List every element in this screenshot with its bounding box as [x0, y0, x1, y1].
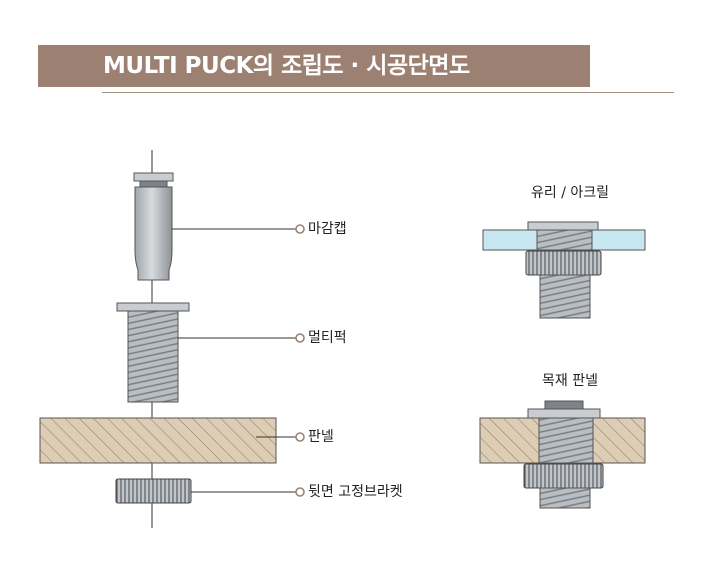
- glass-section: [482, 221, 646, 319]
- rear-bracket: [115, 478, 192, 504]
- multi-puck: [116, 302, 190, 403]
- label-bracket: 뒷면 고정브라켓: [308, 484, 403, 500]
- leader-lines: [172, 224, 305, 497]
- title-bar: [38, 45, 590, 87]
- label-multipuck: 멀티퍽: [308, 330, 347, 346]
- finishing-cap: [133, 172, 174, 281]
- glass-section-title: 유리 / 아크릴: [530, 185, 610, 201]
- label-cap: 마감캡: [308, 221, 347, 237]
- exploded-assembly: [39, 150, 305, 528]
- wood-section-title: 목재 판넬: [542, 373, 598, 389]
- wood-section: [479, 400, 646, 509]
- page-title: MULTI PUCK의 조립도 · 시공단면도: [103, 53, 470, 79]
- title-divider: [102, 92, 674, 93]
- panel: [39, 417, 277, 464]
- label-panel: 판넬: [308, 429, 334, 445]
